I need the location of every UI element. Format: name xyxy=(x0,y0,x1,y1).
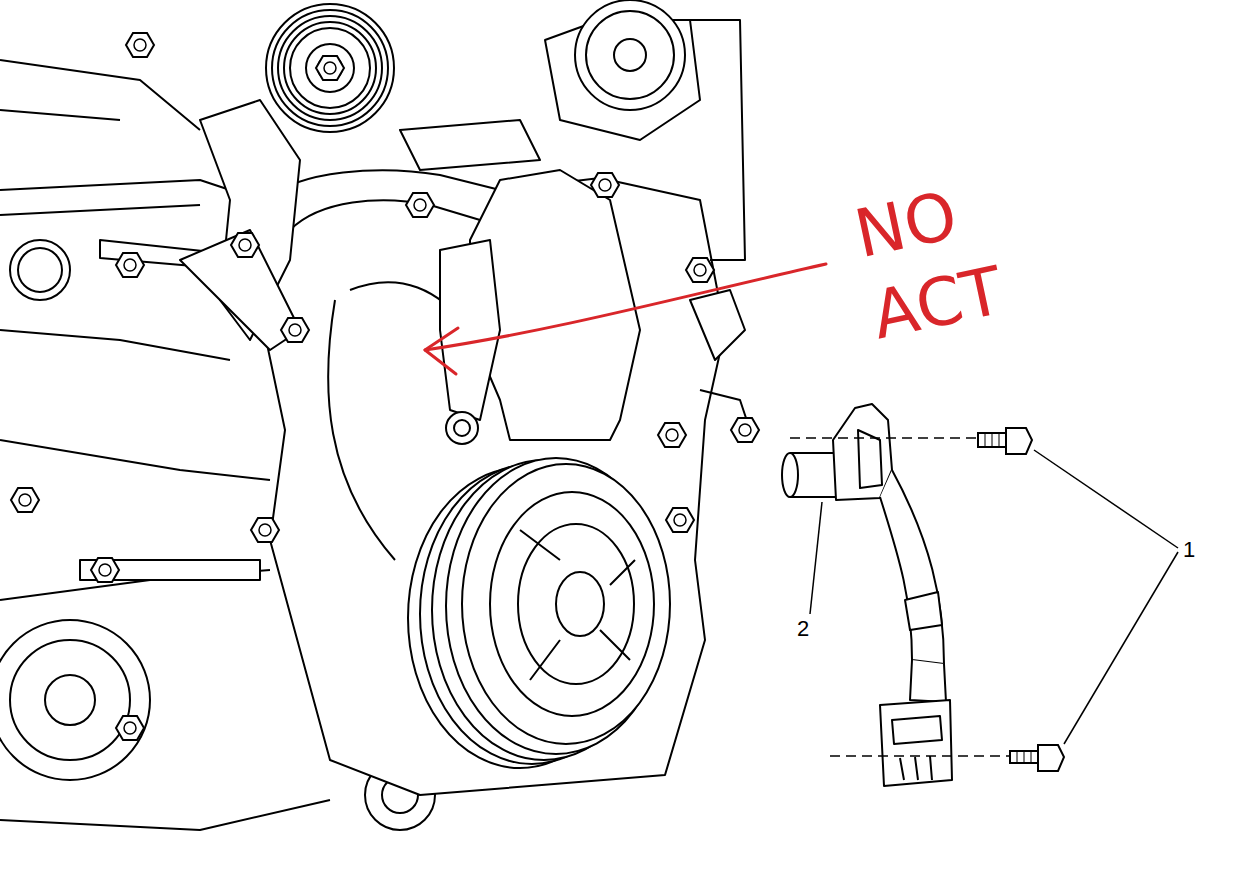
handwritten-note: NO ACT xyxy=(848,163,1039,358)
callout-number: 2 xyxy=(797,618,809,640)
callout-number: 1 xyxy=(1183,539,1195,561)
